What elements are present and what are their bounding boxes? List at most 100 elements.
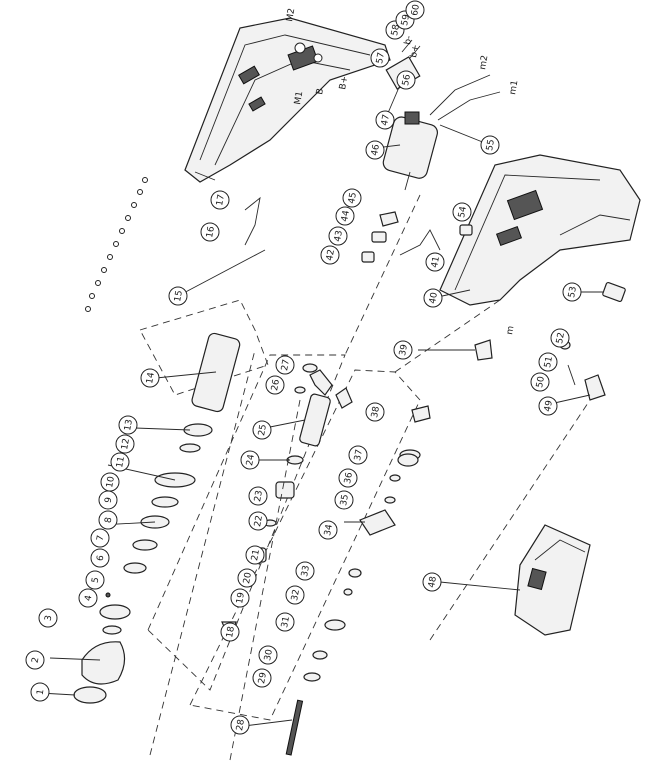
callout-number: 8 <box>104 516 115 524</box>
callout-circle <box>318 520 338 540</box>
callout-circle <box>538 396 558 416</box>
drill-housing-half <box>184 17 391 183</box>
callout-number: 45 <box>347 192 359 205</box>
callout-15: 15 <box>168 286 188 306</box>
callout-circle <box>240 450 260 470</box>
callout-57: 57 <box>370 48 390 68</box>
callout-5: 5 <box>85 570 105 590</box>
callout-number: 22 <box>253 515 265 528</box>
callout-number: 44 <box>340 209 352 222</box>
callout-number: 42 <box>325 249 337 262</box>
wire-label-m1-upper: M1 <box>293 90 305 105</box>
callout-number: 51 <box>543 356 555 369</box>
callout-28: 28 <box>230 715 250 735</box>
callout-number: 16 <box>205 225 217 238</box>
callout-39: 39 <box>393 340 413 360</box>
callout-circle <box>38 608 58 628</box>
callout-circle <box>422 572 442 592</box>
callout-circle <box>100 472 120 492</box>
callout-circle <box>90 548 110 568</box>
callout-34: 34 <box>318 520 338 540</box>
callout-circle <box>90 528 110 548</box>
callout-number: 56 <box>401 73 413 86</box>
callout-number: 18 <box>225 625 237 638</box>
callout-markers: 1234567891011121314151617181920212223242… <box>25 0 582 735</box>
callout-circle <box>550 328 570 348</box>
callout-7: 7 <box>90 528 110 548</box>
callout-number: 28 <box>235 718 247 731</box>
callout-circle <box>200 222 220 242</box>
callout-number: 21 <box>250 549 262 562</box>
callout-circle <box>258 645 278 665</box>
callout-37: 37 <box>348 445 368 465</box>
callout-13: 13 <box>118 415 138 435</box>
callout-number: 4 <box>84 594 95 602</box>
callout-number: 46 <box>370 143 382 156</box>
callout-55: 55 <box>480 135 500 155</box>
callout-9: 9 <box>98 490 118 510</box>
callout-circle <box>530 372 550 392</box>
callout-25: 25 <box>252 420 272 440</box>
callout-circle <box>452 202 472 222</box>
callout-circle <box>480 135 500 155</box>
callout-number: 36 <box>343 471 355 484</box>
callout-29: 29 <box>252 668 272 688</box>
callout-number: 26 <box>270 378 282 391</box>
callout-number: 6 <box>96 554 107 562</box>
callout-33: 33 <box>295 561 315 581</box>
callout-number: 25 <box>257 424 269 437</box>
callout-circle <box>248 511 268 531</box>
callout-circle <box>248 486 268 506</box>
callout-number: 2 <box>31 656 42 663</box>
callout-47: 47 <box>375 110 395 130</box>
callout-circle <box>265 375 285 395</box>
wire-label-m1-lower: m1 <box>508 80 520 96</box>
wire-labels: M2 M1 B B+ b- b+ m2 m1 m <box>285 7 520 335</box>
callout-4: 4 <box>78 588 98 608</box>
callout-46: 46 <box>365 140 385 160</box>
callout-number: 43 <box>333 230 345 243</box>
battery-pack <box>514 524 591 636</box>
callout-circle <box>285 585 305 605</box>
callout-2: 2 <box>25 650 45 670</box>
callout-26: 26 <box>265 375 285 395</box>
callout-41: 41 <box>425 252 445 272</box>
motor <box>382 74 501 191</box>
callout-circle <box>110 452 130 472</box>
callout-11: 11 <box>110 452 130 472</box>
callout-14: 14 <box>140 368 160 388</box>
callout-8: 8 <box>98 510 118 530</box>
callout-number: 10 <box>105 475 117 488</box>
callout-number: 58 <box>390 23 402 36</box>
callout-number: 32 <box>290 589 302 602</box>
callout-number: 31 <box>280 616 292 629</box>
small-components <box>244 196 626 467</box>
callout-circle <box>245 545 265 565</box>
callout-circle <box>320 245 340 265</box>
callout-circle <box>252 668 272 688</box>
callout-circle <box>30 682 50 702</box>
drill-housing-right <box>439 154 641 306</box>
callout-circle <box>334 490 354 510</box>
wire-label-m: m <box>505 325 516 335</box>
callout-number: 33 <box>300 565 312 578</box>
callout-49: 49 <box>538 396 558 416</box>
callout-number: 39 <box>398 343 410 356</box>
callout-number: 1 <box>36 688 47 695</box>
callout-number: 14 <box>145 371 157 384</box>
callout-circle <box>237 568 257 588</box>
callout-60: 60 <box>405 0 425 20</box>
callout-circle <box>365 402 385 422</box>
assembly-group-outlines <box>139 194 501 721</box>
callout-circle <box>168 286 188 306</box>
callout-circle <box>396 70 416 90</box>
callout-32: 32 <box>285 585 305 605</box>
callout-27: 27 <box>275 355 295 375</box>
callout-number: 41 <box>430 256 442 269</box>
callout-circle <box>335 206 355 226</box>
callout-number: 23 <box>253 490 265 503</box>
callout-number: 35 <box>339 494 351 507</box>
spindle-stack <box>73 332 241 704</box>
callout-19: 19 <box>230 588 250 608</box>
